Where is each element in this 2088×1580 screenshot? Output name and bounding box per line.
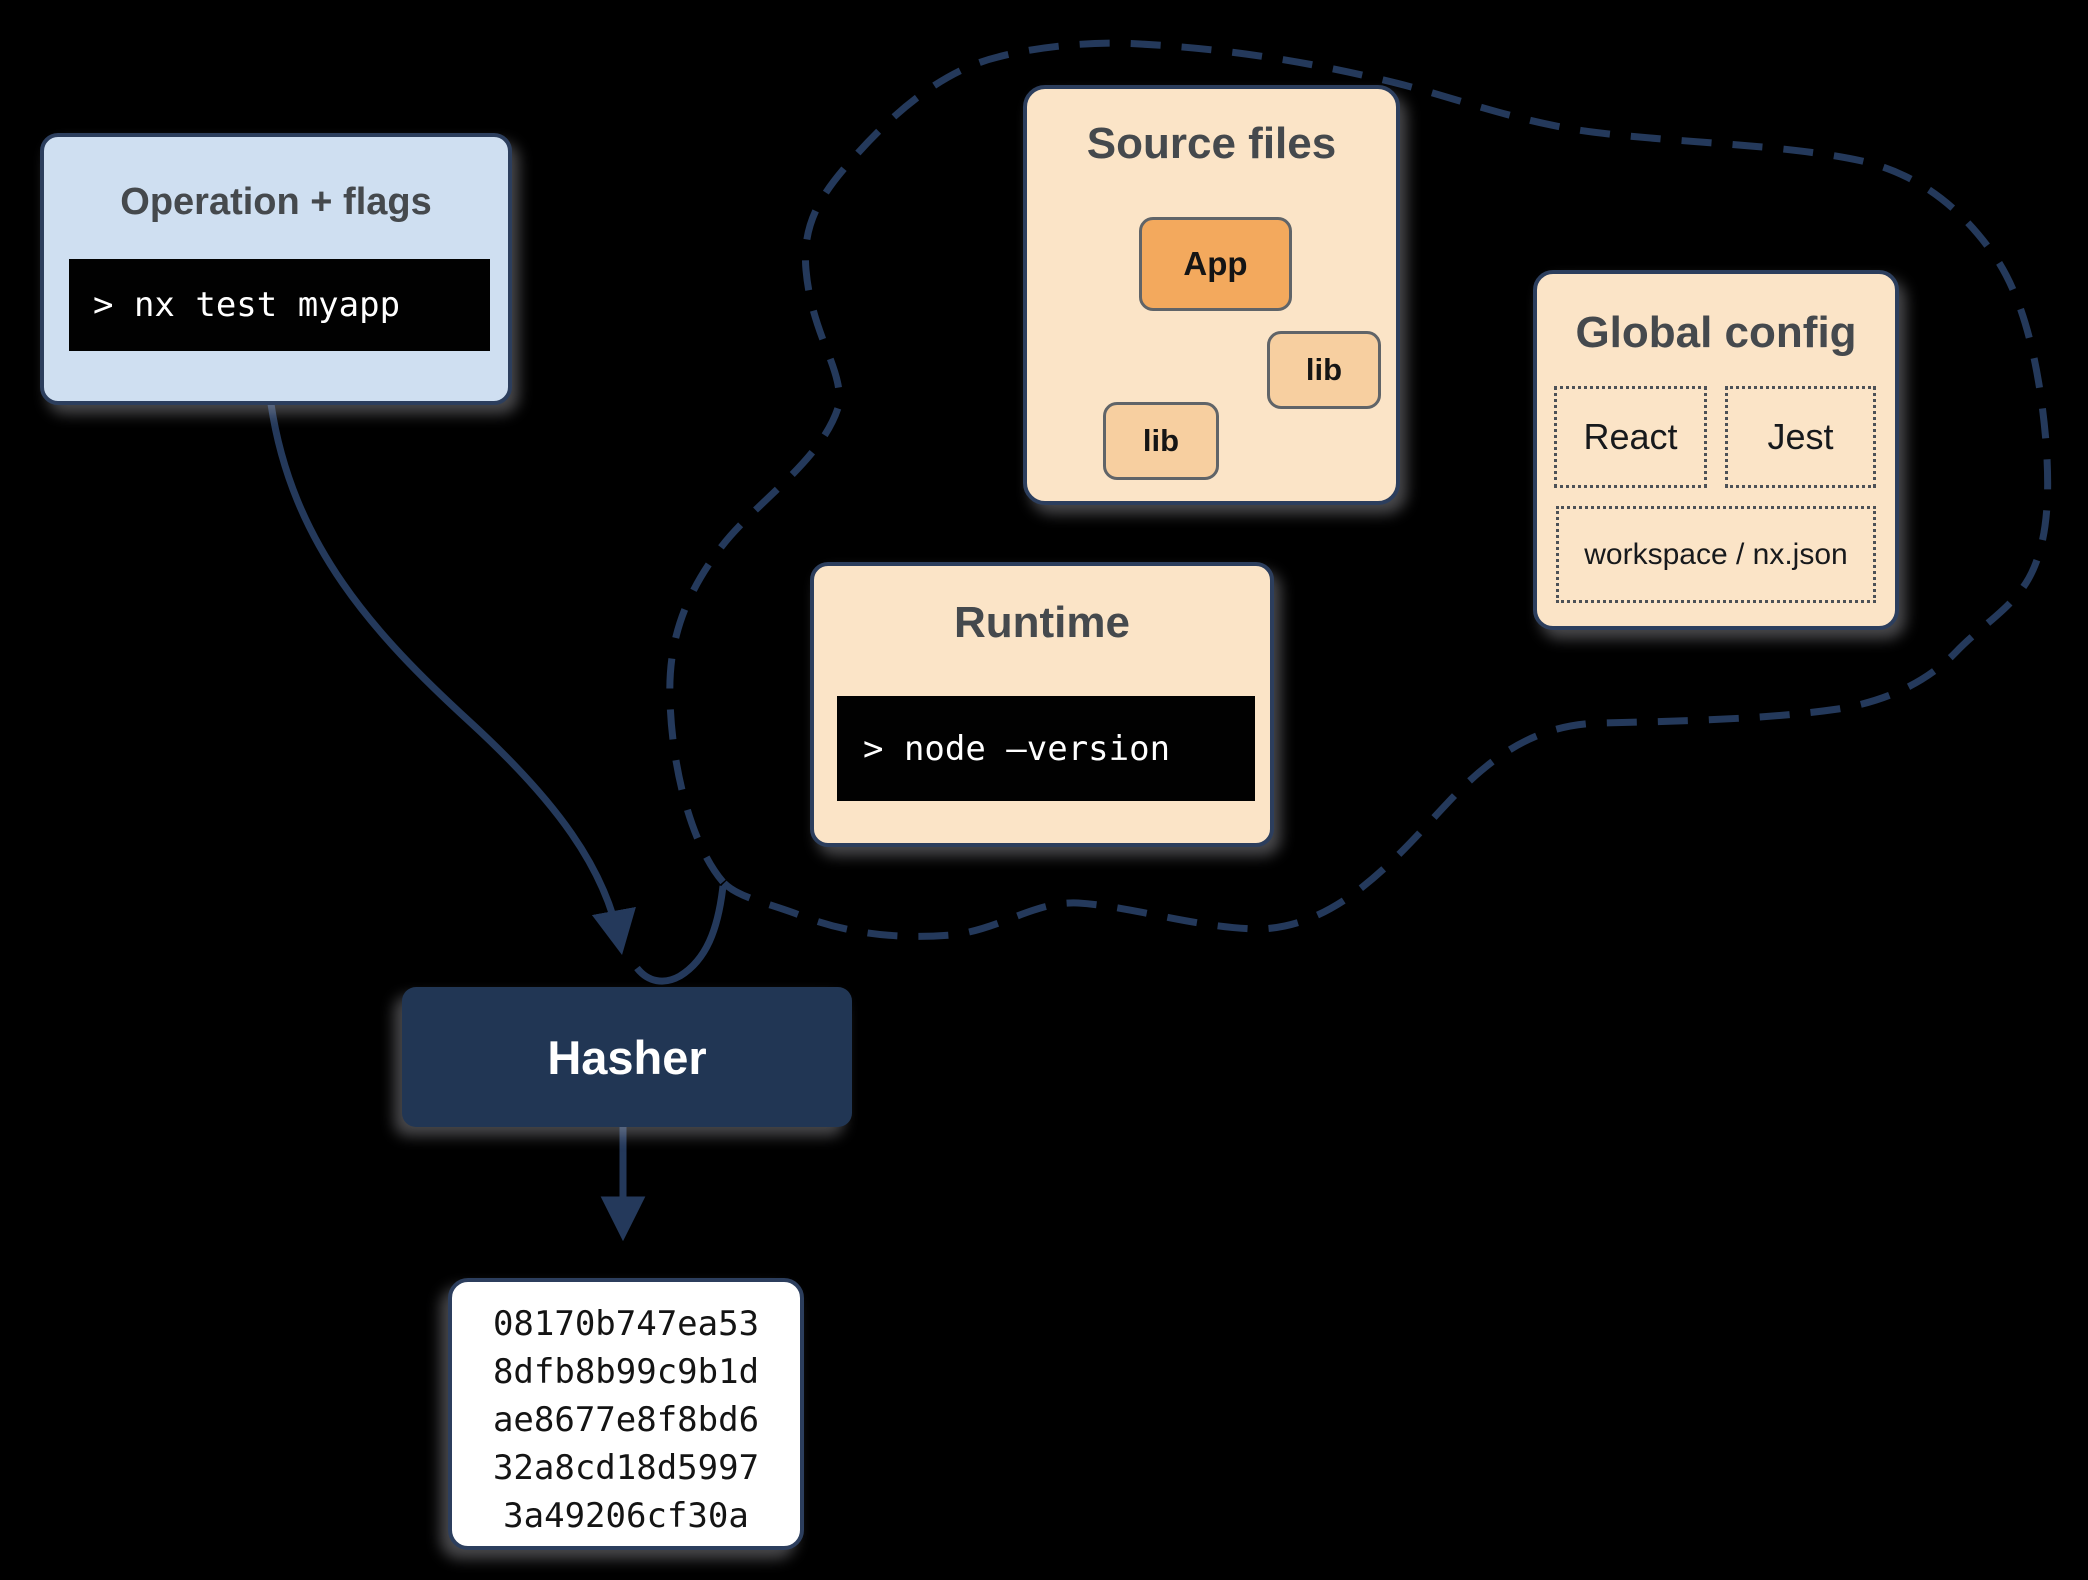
workspace-label: workspace / nx.json — [1584, 537, 1848, 571]
source-files-title: Source files — [1086, 119, 1337, 168]
hash-line: 32a8cd18d5997 — [492, 1448, 760, 1488]
hash-line: 8dfb8b99c9b1d — [492, 1352, 760, 1392]
app-node-label: App — [1183, 245, 1248, 282]
cloud-outline — [666, 39, 2052, 940]
hash-line: ae8677e8f8bd6 — [492, 1400, 760, 1440]
operation-terminal: > nx test myapp — [69, 259, 490, 351]
global-config-item-workspace: workspace / nx.json — [1556, 506, 1876, 603]
hasher-label: Hasher — [547, 1030, 707, 1084]
runtime-title: Runtime — [954, 598, 1130, 647]
lib-node-left-label: lib — [1142, 423, 1180, 458]
jest-label: Jest — [1767, 416, 1834, 457]
runtime-command-text: > node –version — [863, 728, 1171, 769]
global-config-item-react: React — [1554, 386, 1707, 488]
lib-node-right-label: lib — [1305, 352, 1343, 387]
lib-node-left: lib — [1103, 402, 1219, 480]
global-config-panel: Global config React Jest workspace / nx.… — [1533, 270, 1899, 630]
global-config-title: Global config — [1575, 308, 1857, 357]
cloud-to-hasher-curve — [634, 885, 727, 985]
source-files-panel: Source files App lib lib — [1023, 85, 1400, 505]
operation-flags-panel: Operation + flags > nx test myapp — [40, 133, 512, 405]
operation-command-text: > nx test myapp — [93, 285, 401, 325]
hash-output-box: 08170b747ea53 8dfb8b99c9b1d ae8677e8f8bd… — [448, 1278, 804, 1550]
operation-flags-title: Operation + flags — [120, 181, 432, 223]
hasher-box: Hasher — [402, 987, 852, 1127]
runtime-terminal: > node –version — [837, 696, 1255, 801]
operation-to-hasher-curve — [267, 403, 636, 956]
hash-line: 08170b747ea53 — [492, 1304, 760, 1344]
hash-line: 3a49206cf30a — [503, 1496, 749, 1536]
react-label: React — [1583, 416, 1678, 457]
global-config-item-jest: Jest — [1725, 386, 1876, 488]
runtime-panel: Runtime > node –version — [810, 562, 1274, 847]
app-node: App — [1139, 217, 1292, 311]
lib-node-right: lib — [1267, 331, 1381, 409]
